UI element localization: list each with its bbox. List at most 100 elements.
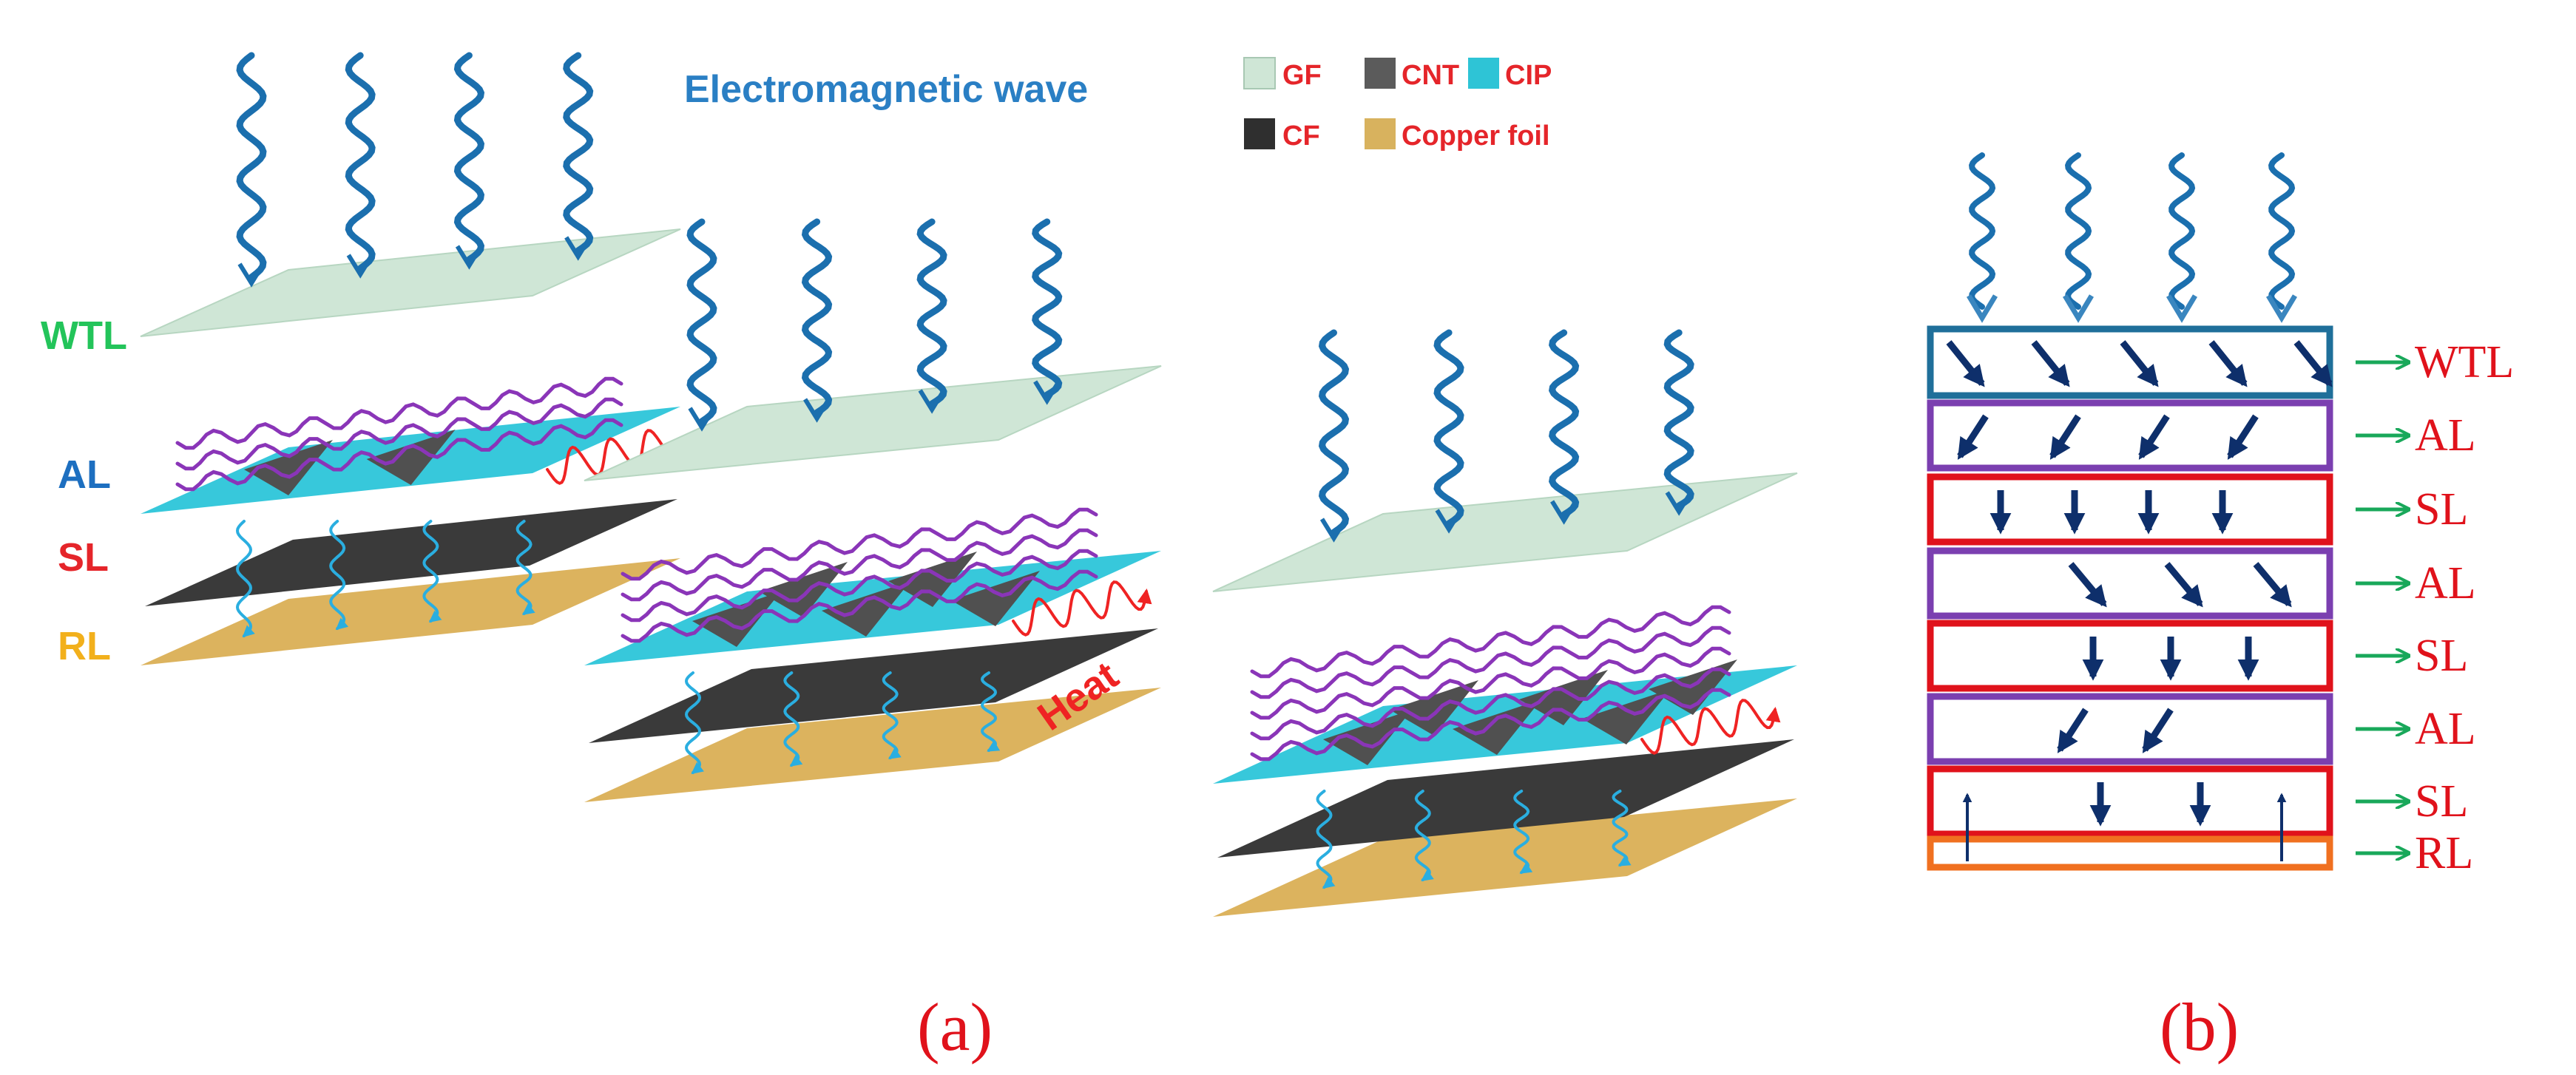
- layer-label-rl: RL: [58, 624, 111, 668]
- internal-wave-arrow: [2120, 340, 2159, 387]
- layer-name-al: AL: [2415, 410, 2476, 461]
- internal-wave-arrow: [2293, 340, 2333, 387]
- cnt-flake: [1390, 680, 1478, 736]
- incident-arrow-head: [803, 398, 831, 423]
- incident-em-wave: [2065, 152, 2092, 310]
- gf-plate: [140, 228, 681, 337]
- internal-wave-arrow: [2138, 414, 2170, 460]
- internal-wave-arrow: [2164, 562, 2203, 608]
- layer-name-wtl: WTL: [2415, 337, 2514, 387]
- layer-name-al: AL: [2415, 558, 2476, 608]
- cnt-tube: [1250, 688, 1731, 762]
- stack-1: [140, 228, 686, 665]
- legend-swatch-gf: [1243, 57, 1276, 89]
- gf-plate: [584, 365, 1162, 481]
- reflected-wave: [1612, 790, 1632, 867]
- incident-waves: [236, 52, 1694, 543]
- layer-label-wtl: WTL: [41, 313, 127, 358]
- incident-arrow-head: [1665, 491, 1693, 516]
- incident-em-wave: [1663, 329, 1694, 509]
- cnt-flake: [759, 562, 848, 617]
- legend-label-cf: CF: [1282, 121, 1320, 152]
- cnt-tube: [621, 549, 1098, 623]
- incident-em-wave: [1549, 329, 1580, 518]
- internal-wave-arrow: [2227, 414, 2259, 460]
- incident-em-wave: [453, 52, 485, 263]
- copper-foil-plate: [141, 558, 680, 665]
- reflected-wave: [515, 520, 535, 615]
- incident-em-wave: [801, 218, 833, 416]
- incident-arrow-head: [2265, 294, 2298, 323]
- layer-box-al: [1927, 547, 2333, 620]
- reflected-wave: [1414, 790, 1434, 881]
- incident-arrow-head: [1966, 294, 1998, 323]
- incident-arrow-head: [2166, 294, 2198, 323]
- layer-label-al: AL: [58, 452, 111, 497]
- incident-em-wave: [916, 218, 947, 407]
- layer-name-al: AL: [2415, 704, 2476, 754]
- carbon-fiber-plate: [145, 499, 677, 606]
- layer-box-sl: [1927, 473, 2333, 546]
- stack-3: [1212, 472, 1798, 917]
- internal-wave-arrow: [2057, 708, 2089, 753]
- reflected-wave: [882, 671, 902, 759]
- cnt-tube: [175, 418, 623, 492]
- cnt-tube: [621, 528, 1098, 602]
- carbon-fiber-plate: [1217, 739, 1794, 858]
- incident-em-wave: [236, 52, 267, 281]
- reflected-wave: [1513, 790, 1533, 874]
- legend-swatch-cf: [1244, 118, 1275, 149]
- legend-swatch-cnt: [1365, 58, 1396, 89]
- layer-name-rl: RL: [2415, 828, 2473, 878]
- reflected-wave: [422, 520, 442, 623]
- cnt-flake: [1323, 710, 1412, 765]
- incident-em-wave: [345, 52, 376, 272]
- reflected-wave: [980, 671, 1001, 752]
- incident-em-wave: [2268, 152, 2296, 310]
- incident-arrow-head: [1435, 509, 1463, 534]
- layer-box-rl: [1927, 835, 2333, 871]
- layer-label-sl: SL: [58, 535, 109, 580]
- internal-wave-arrow: [2142, 708, 2174, 753]
- cnt-tube: [175, 397, 623, 471]
- incident-arrow-head: [2062, 294, 2095, 323]
- reflected-wave: [329, 520, 349, 631]
- copper-foil-plate: [584, 688, 1161, 802]
- layer-box-sl: [1927, 765, 2333, 838]
- cnt-tube: [1250, 605, 1731, 679]
- legend-label-cip: CIP: [1505, 60, 1552, 91]
- internal-wave-arrow: [2253, 562, 2292, 608]
- internal-wave-arrow: [2068, 562, 2107, 608]
- cnt-flake: [888, 552, 977, 607]
- cnt-tube: [175, 376, 623, 450]
- incident-em-wave: [686, 218, 717, 425]
- panel-label-a: (a): [917, 989, 993, 1065]
- legend-swatch-cip: [1468, 58, 1499, 89]
- cnt-flake: [1582, 689, 1671, 745]
- layer-box-sl: [1927, 620, 2333, 692]
- copper-foil-plate: [1213, 798, 1797, 917]
- incident-arrow-head: [1550, 500, 1578, 525]
- incident-arrow-head: [237, 262, 266, 288]
- internal-wave-arrow: [2031, 340, 2070, 387]
- cnt-tube: [621, 507, 1098, 581]
- internal-wave-arrow: [2049, 414, 2081, 460]
- cnt-flake: [1519, 670, 1608, 725]
- incident-em-wave: [1318, 329, 1350, 536]
- internal-wave-arrow: [1957, 414, 1989, 460]
- legend-swatch-copper-foil: [1365, 118, 1396, 149]
- panel-a-stacks: [140, 228, 1798, 917]
- incident-arrow-head: [918, 389, 946, 414]
- legend-label-copper-foil: Copper foil: [1402, 121, 1550, 152]
- outgoing-red-wave: [1640, 699, 1781, 755]
- cnt-flake: [692, 591, 781, 647]
- reflected-wave: [235, 520, 255, 638]
- layer-box-al: [1927, 693, 2333, 765]
- stack-2: [584, 365, 1162, 802]
- internal-wave-arrow: [1946, 340, 1985, 387]
- outgoing-red-wave: [546, 429, 686, 485]
- cnt-tube: [1250, 646, 1731, 720]
- incident-arrow-head: [564, 236, 592, 261]
- legend-label-gf: GF: [1282, 60, 1322, 91]
